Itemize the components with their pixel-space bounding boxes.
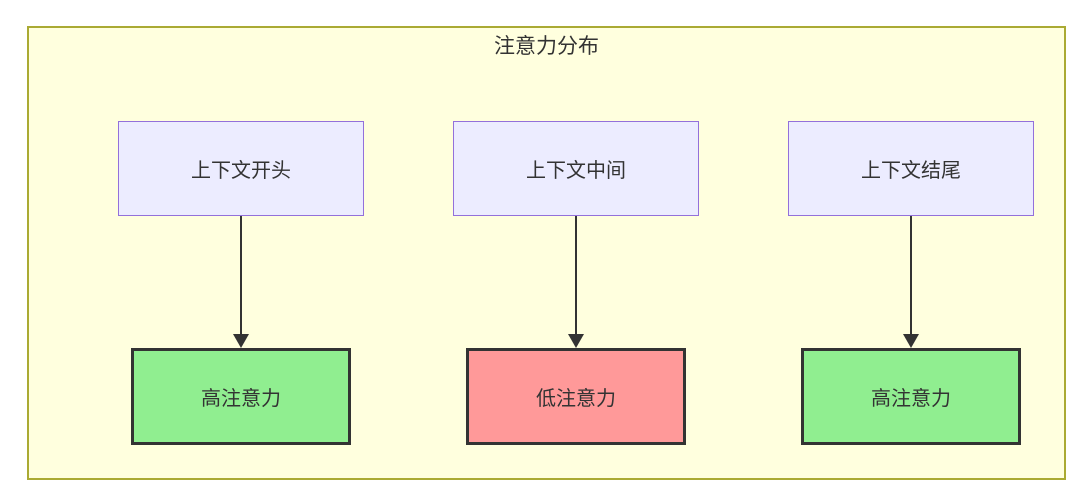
arrow-head-icon xyxy=(568,334,584,348)
diagram-title: 注意力分布 xyxy=(494,35,599,58)
arrow-beginning-to-high xyxy=(233,216,249,348)
node-high-attention-right-label: 高注意力 xyxy=(871,388,951,410)
node-high-attention-right: 高注意力 xyxy=(801,348,1021,445)
arrow-line xyxy=(910,216,912,335)
arrow-line xyxy=(240,216,242,335)
arrow-middle-to-low xyxy=(568,216,584,348)
node-low-attention: 低注意力 xyxy=(466,348,686,445)
arrow-line xyxy=(575,216,577,335)
arrow-head-icon xyxy=(903,334,919,348)
arrow-head-icon xyxy=(233,334,249,348)
node-context-end-label: 上下文结尾 xyxy=(861,160,961,182)
node-context-end: 上下文结尾 xyxy=(788,121,1034,216)
node-context-middle: 上下文中间 xyxy=(453,121,699,216)
arrow-end-to-high xyxy=(903,216,919,348)
node-context-beginning-label: 上下文开头 xyxy=(191,160,291,182)
node-high-attention-left-label: 高注意力 xyxy=(201,388,281,410)
node-context-middle-label: 上下文中间 xyxy=(526,160,626,182)
node-high-attention-left: 高注意力 xyxy=(131,348,351,445)
node-low-attention-label: 低注意力 xyxy=(536,388,616,410)
node-context-beginning: 上下文开头 xyxy=(118,121,364,216)
attention-distribution-container: 注意力分布 上下文开头 高注意力 上下文中间 低注意力 上下文结尾 xyxy=(27,26,1066,480)
